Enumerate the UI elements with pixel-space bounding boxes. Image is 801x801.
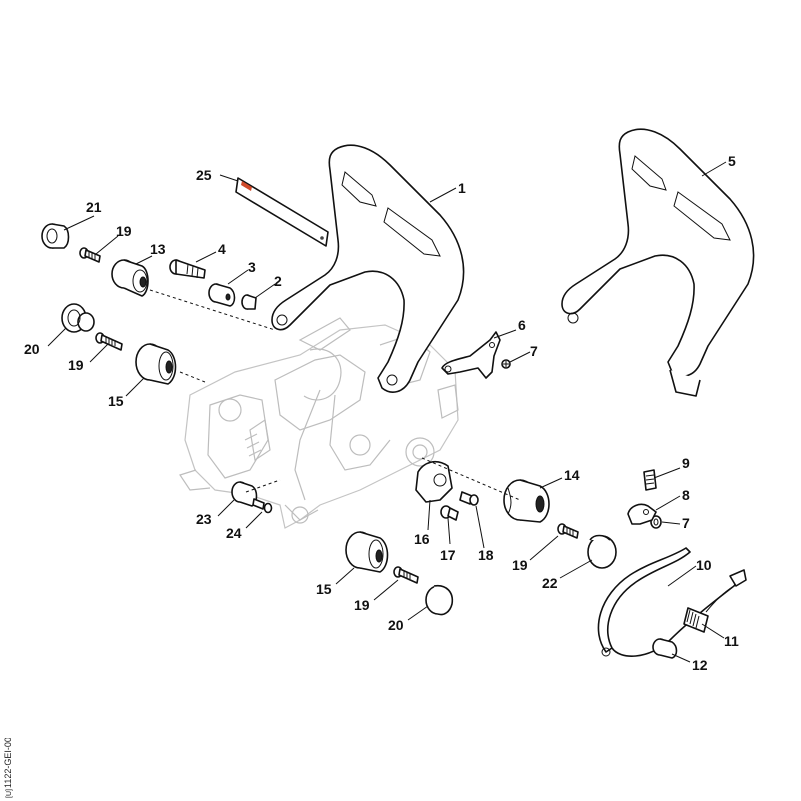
part-2-washer: [241, 294, 257, 310]
part-22-cap: [587, 534, 617, 569]
part-6-bracket: [441, 331, 501, 379]
part-15-buffer-upper: [135, 343, 177, 385]
part-23-sleeve: [231, 481, 258, 507]
callout-23: 23: [196, 511, 212, 527]
part-20-cap-upper: [61, 303, 95, 333]
part-19-screw-right: [557, 523, 579, 539]
part-25-decal: [235, 177, 329, 247]
part-19-screw-mid: [95, 332, 123, 351]
callout-25: 25: [196, 167, 212, 183]
drawing-reference-code: 1122-GEI-0021 [U]: [3, 738, 13, 798]
part-13-buffer: [111, 259, 149, 297]
callout-5: 5: [728, 153, 736, 169]
callout-15-lower: 15: [316, 581, 332, 597]
callout-6: 6: [518, 317, 526, 333]
part-4-bolt: [169, 259, 206, 279]
callout-19-mid: 19: [68, 357, 84, 373]
callout-19-lower: 19: [354, 597, 370, 613]
callout-19-right: 19: [512, 557, 528, 573]
part-3-sleeve: [208, 283, 236, 307]
leader-lines: [47, 161, 727, 663]
callout-18: 18: [478, 547, 494, 563]
part-11-spring: [683, 585, 735, 633]
part-7-nut-lower: [650, 515, 662, 529]
part-16-cover: [415, 460, 453, 503]
callout-10: 10: [696, 557, 712, 573]
callout-19-upper: 19: [116, 223, 132, 239]
part-19-screw-upper: [79, 247, 101, 263]
callout-7-lower: 7: [682, 515, 690, 531]
part-7-screw-upper: [501, 359, 511, 369]
part-8-lever: [627, 503, 657, 525]
part-21-plug: [41, 223, 70, 249]
callout-15-upper: 15: [108, 393, 124, 409]
callout-24: 24: [226, 525, 242, 541]
callout-labels: 1 2 3 4 5 6 7 7 8 9 10 11 12 13 14 15 15…: [24, 153, 739, 673]
callout-20-lower: 20: [388, 617, 404, 633]
part-14-buffer: [503, 479, 550, 523]
callout-9: 9: [682, 455, 690, 471]
part-24-screw: [252, 498, 273, 514]
part-12-sleeve: [652, 638, 678, 659]
callout-17: 17: [440, 547, 456, 563]
callout-11: 11: [724, 633, 739, 649]
callout-4: 4: [218, 241, 226, 257]
part-17-screw: [440, 505, 459, 521]
callout-1: 1: [458, 180, 466, 196]
callout-8: 8: [682, 487, 690, 503]
part-18-screw: [459, 491, 479, 506]
drawing-stamp-text: [U]: [6, 789, 13, 798]
part-20-cap-lower: [425, 584, 454, 616]
callout-13: 13: [150, 241, 166, 257]
callout-20-upper: 20: [24, 341, 40, 357]
part-19-screw-lower: [393, 566, 419, 584]
callout-7-upper: 7: [530, 343, 538, 359]
callout-21: 21: [86, 199, 102, 215]
callout-16: 16: [414, 531, 430, 547]
callout-3: 3: [248, 259, 256, 275]
assembly-lines: [149, 289, 521, 501]
part-1-hand-guard: [271, 144, 465, 393]
callout-22: 22: [542, 575, 558, 591]
callout-2: 2: [274, 273, 282, 289]
part-9-pin: [643, 469, 657, 491]
drawing-code-text: 1122-GEI-0021: [3, 738, 13, 788]
callout-14: 14: [564, 467, 580, 483]
callout-12: 12: [692, 657, 708, 673]
part-5-hand-guard-alt: [561, 128, 755, 397]
part-15-buffer-lower: [345, 531, 389, 573]
part-10-brake-band: [597, 547, 747, 657]
